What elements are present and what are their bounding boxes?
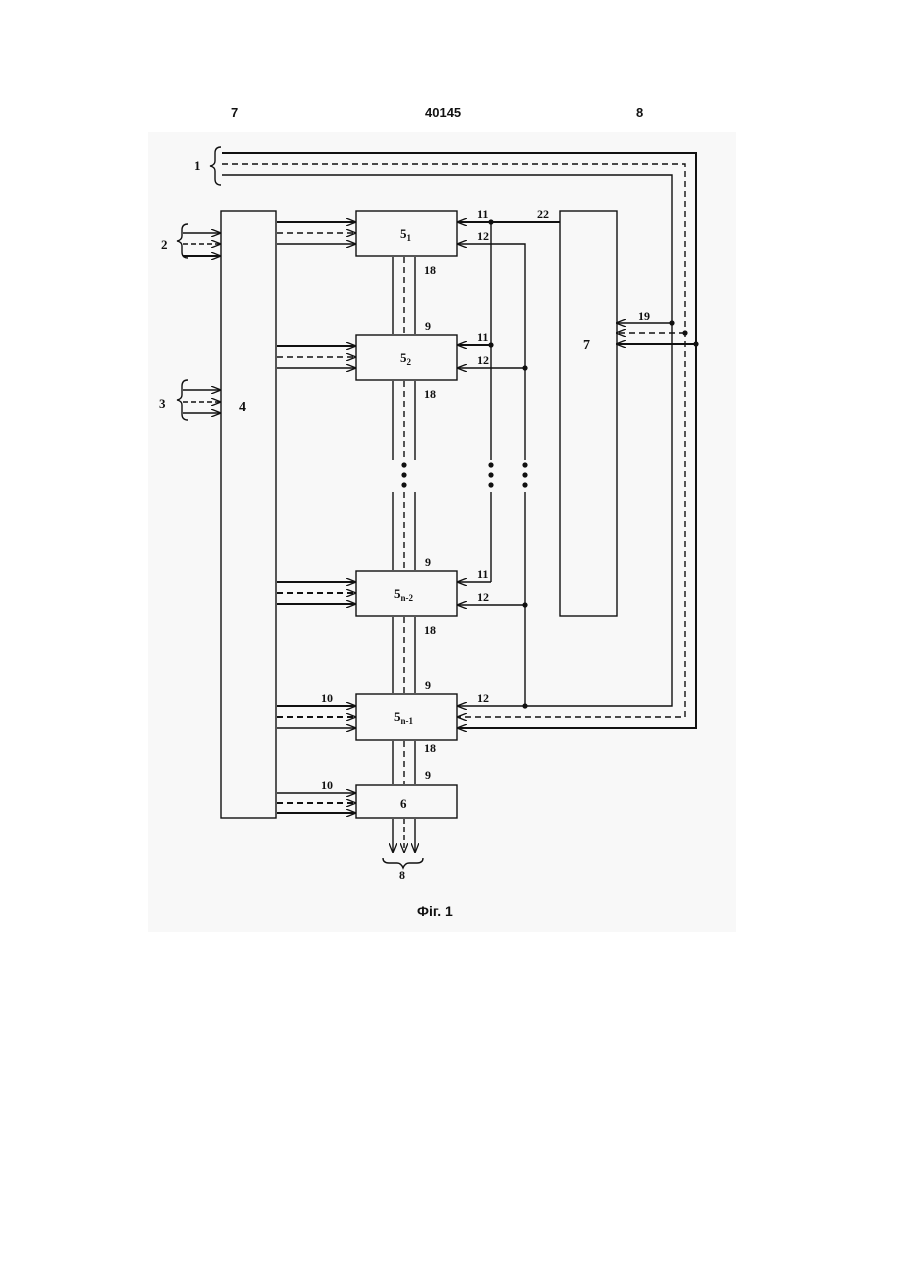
label-22: 22 <box>537 207 549 221</box>
label-12-a: 12 <box>477 229 489 243</box>
label-18-b: 18 <box>424 387 436 401</box>
label-11-c: 11 <box>477 567 488 581</box>
label-18-d: 18 <box>424 741 436 755</box>
block-7-label: 7 <box>583 338 590 353</box>
label-11-b: 11 <box>477 330 488 344</box>
label-9-a: 9 <box>425 319 431 333</box>
figure-caption: Фіг. 1 <box>417 903 453 919</box>
label-18-c: 18 <box>424 623 436 637</box>
label-1: 1 <box>194 158 201 173</box>
label-10-b: 10 <box>321 778 333 792</box>
label-2: 2 <box>161 237 168 252</box>
label-9-d: 9 <box>425 768 431 782</box>
label-18-a: 18 <box>424 263 436 277</box>
label-10-a: 10 <box>321 691 333 705</box>
label-3: 3 <box>159 396 166 411</box>
block-4-label: 4 <box>239 400 246 415</box>
label-11-a: 11 <box>477 207 488 221</box>
label-12-c: 12 <box>477 590 489 604</box>
label-9-c: 9 <box>425 678 431 692</box>
label-19: 19 <box>638 309 650 323</box>
scan-background <box>148 132 736 932</box>
label-12-d: 12 <box>477 691 489 705</box>
label-8: 8 <box>399 868 405 882</box>
block-6-label: 6 <box>400 796 407 811</box>
label-9-b: 9 <box>425 555 431 569</box>
label-12-b: 12 <box>477 353 489 367</box>
